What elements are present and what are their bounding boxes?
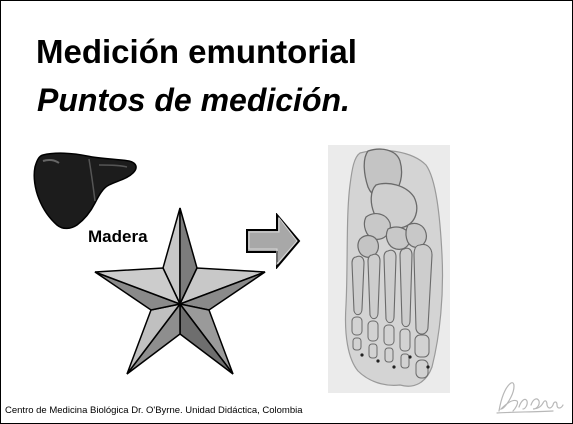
slide-title: Medición emuntorial <box>36 33 357 70</box>
footer-credit: Centro de Medicina Biológica Dr. O'Byrne… <box>5 405 303 416</box>
right-arrow-icon <box>245 212 301 274</box>
madera-label: Madera <box>88 227 148 246</box>
slide-subtitle: Puntos de medición. <box>37 82 350 118</box>
liver-icon <box>29 151 139 236</box>
signature-icon <box>493 379 567 422</box>
five-point-star-icon <box>93 206 267 383</box>
foot-bones-illustration <box>328 145 450 398</box>
